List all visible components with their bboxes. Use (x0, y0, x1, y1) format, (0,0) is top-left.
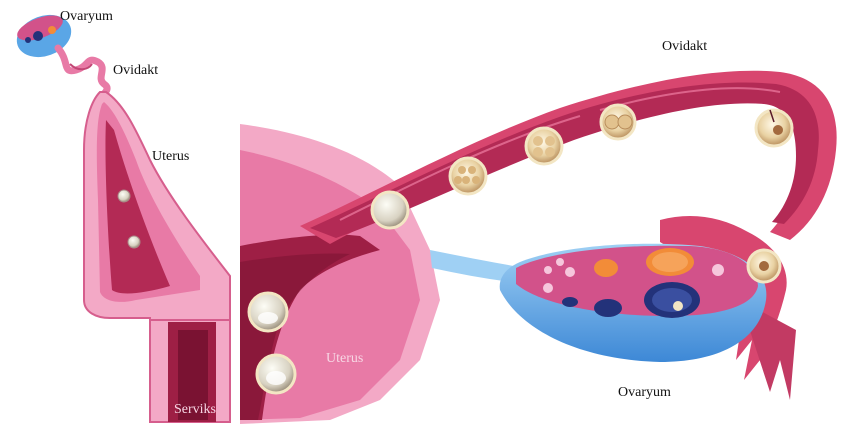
panel-divider (232, 118, 240, 428)
four-cell-stage (526, 128, 562, 164)
label-oviduct-small: Ovidakt (113, 64, 158, 78)
small-oviduct (58, 48, 107, 96)
label-uterus-large: Uterus (326, 352, 363, 366)
label-cervix: Serviks (174, 403, 216, 417)
label-ovary-large: Ovaryum (618, 386, 671, 400)
large-figure (240, 71, 837, 424)
large-ovary (500, 244, 767, 362)
label-oviduct-large: Ovidakt (662, 40, 707, 54)
morula-early (450, 158, 486, 194)
label-ovary-small: Ovaryum (60, 10, 113, 24)
morula (372, 192, 408, 228)
label-uterus-small: Uterus (152, 150, 189, 164)
